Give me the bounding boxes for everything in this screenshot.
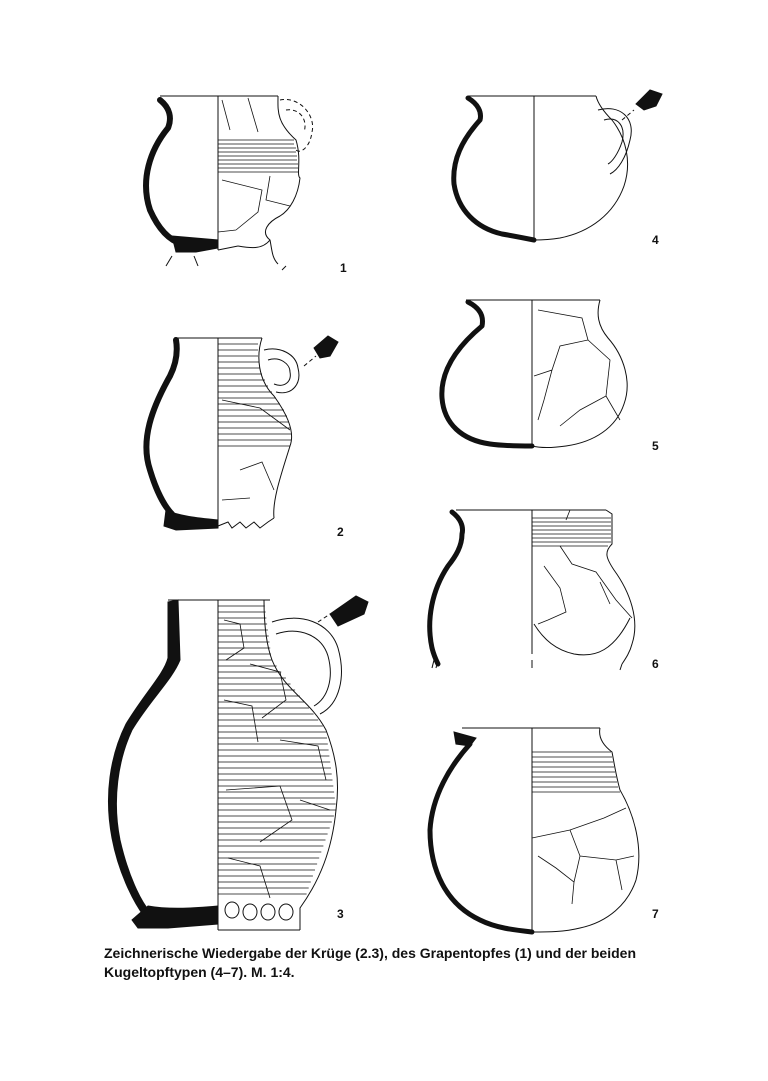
vessel-2-ribbing (218, 343, 291, 447)
vessel-6-globular-pot: 6 (427, 509, 659, 671)
vessel-5-globular-pot: 5 (439, 299, 659, 453)
vessel-3-large-jug: 3 (107, 595, 369, 931)
vessel-3-number: 3 (337, 907, 344, 921)
vessel-1-number: 1 (340, 261, 347, 275)
vessel-2-jug: 2 (143, 335, 344, 539)
vessel-7-number: 7 (652, 907, 659, 921)
vessel-5-number: 5 (652, 439, 659, 453)
vessel-4-globular-pot: 4 (451, 89, 663, 247)
vessel-7-globular-pot: 7 (427, 727, 659, 935)
figure-caption: Zeichnerische Wiedergabe der Krüge (2.3)… (104, 945, 636, 980)
vessel-3-foot-rollers (224, 901, 294, 921)
vessel-1-ribbing (218, 139, 298, 173)
vessel-3-ribbing (218, 605, 336, 895)
vessel-1-grapentopf: 1 (143, 95, 347, 275)
vessel-6-number: 6 (652, 657, 659, 671)
vessel-4-number: 4 (652, 233, 659, 247)
vessel-6-rim-ribbing (532, 517, 611, 547)
vessel-2-number: 2 (337, 525, 344, 539)
vessel-7-ribbing (532, 751, 620, 793)
